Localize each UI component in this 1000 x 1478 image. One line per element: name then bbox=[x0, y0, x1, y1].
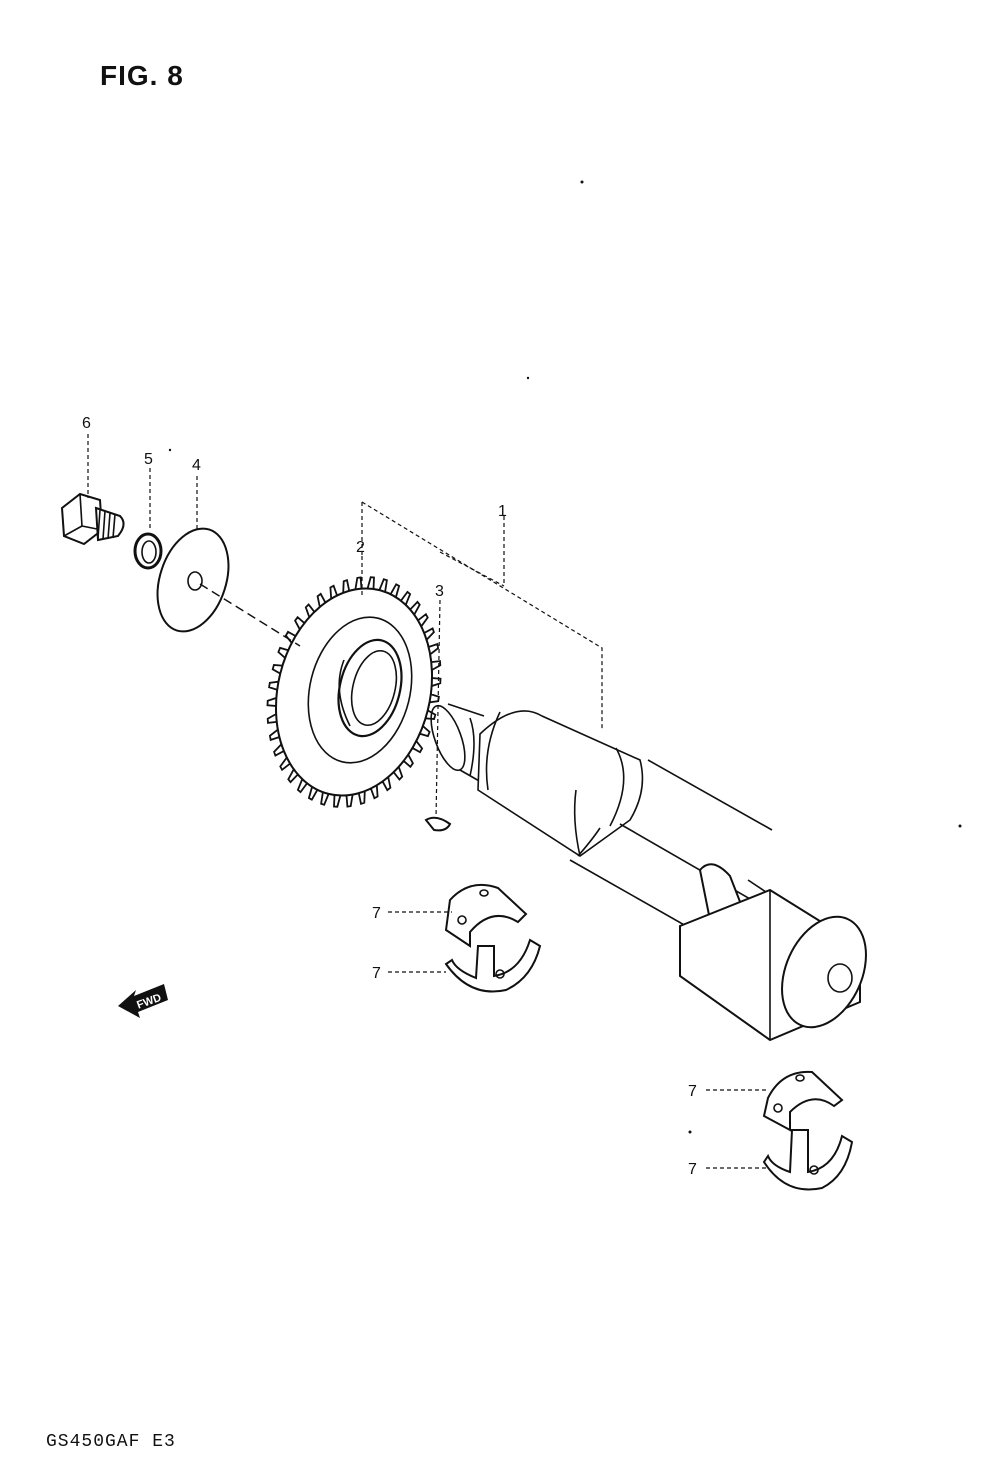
bolt-part-6 bbox=[60, 492, 125, 546]
plate-part-4 bbox=[156, 527, 230, 633]
model-code: GS450GAF E3 bbox=[46, 1432, 176, 1452]
figure-title: FIG. 8 bbox=[100, 60, 184, 91]
bearing-lower-right-b bbox=[762, 1129, 854, 1191]
callout-6: 6 bbox=[82, 415, 91, 432]
callout-7-upper-b: 7 bbox=[372, 965, 381, 982]
lock-washer-part-5 bbox=[133, 532, 163, 570]
callout-7-upper-a: 7 bbox=[372, 905, 381, 922]
assembly-lines bbox=[87, 434, 766, 1169]
callout-2: 2 bbox=[356, 539, 365, 556]
gear-part-2 bbox=[266, 576, 442, 808]
callout-1: 1 bbox=[498, 503, 507, 520]
bearing-upper-left-a bbox=[444, 884, 528, 948]
callout-3: 3 bbox=[435, 583, 444, 600]
fwd-arrow-icon: FWD bbox=[118, 984, 168, 1018]
callout-7-lower-a: 7 bbox=[688, 1083, 697, 1100]
bearing-upper-left-b bbox=[444, 938, 542, 993]
key-part-3 bbox=[424, 816, 452, 832]
callout-4: 4 bbox=[192, 457, 201, 474]
callout-7-lower-b: 7 bbox=[688, 1161, 697, 1178]
callout-5: 5 bbox=[144, 451, 153, 468]
bearing-lower-right-a bbox=[762, 1070, 844, 1132]
balancer-shaft-part-1 bbox=[430, 703, 867, 1042]
